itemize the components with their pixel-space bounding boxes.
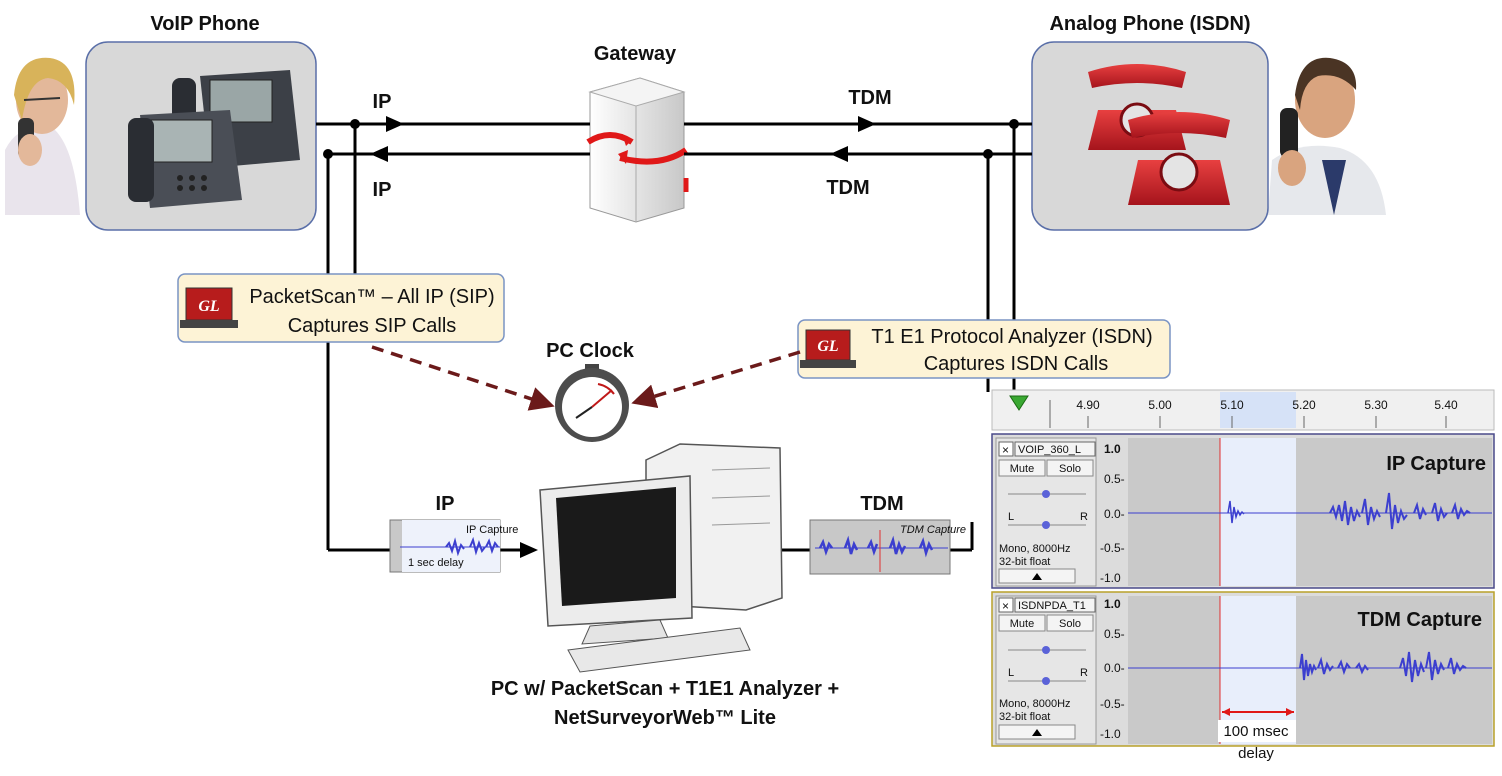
- gateway-icon: [586, 77, 689, 223]
- track1-solo-label: Solo: [1059, 463, 1081, 475]
- delay-measurement: 100 msec delay: [1218, 708, 1296, 762]
- track1-mute-button[interactable]: [998, 459, 1046, 477]
- ip-capture-thumbnail: IP Capture 1 sec delay: [389, 519, 518, 573]
- track2-solo-button[interactable]: [1046, 614, 1094, 632]
- track1-close-label: ×: [1002, 443, 1009, 457]
- audio-track-ip: × VOIP_360_L Mute Solo L R Mono, 8000Hz …: [991, 433, 1495, 589]
- track1-close-button[interactable]: [998, 441, 1014, 457]
- ruler-tick-1: 4.90: [1076, 398, 1100, 412]
- tdm-top-label: TDM: [848, 87, 891, 109]
- gl-logo-text: GL: [198, 298, 220, 315]
- track2-info2: 32-bit float: [999, 711, 1050, 723]
- delay-word: delay: [1238, 745, 1274, 762]
- pc-clock-label: PC Clock: [546, 340, 635, 362]
- ruler-tick-3: 5.10: [1220, 398, 1244, 412]
- ruler-tick-4: 5.20: [1292, 398, 1316, 412]
- track2-mute-button[interactable]: [998, 614, 1046, 632]
- t1e1-callout: GL T1 E1 Protocol Analyzer (ISDN) Captur…: [797, 319, 1171, 379]
- analog-phone-label: Analog Phone (ISDN): [1049, 13, 1250, 35]
- track1-pan-left: L: [1008, 511, 1014, 523]
- gl-laptop-icon: GL: [800, 329, 856, 368]
- pc-computer-icon: [539, 443, 783, 673]
- ip-thumb-title: IP Capture: [466, 524, 518, 536]
- gl-laptop-icon: GL: [180, 287, 238, 328]
- man-on-phone: [1268, 57, 1386, 215]
- arrow-tdm-right: [858, 116, 876, 132]
- track1-ytick-4: -0.5-: [1100, 541, 1125, 555]
- track2-close-button[interactable]: [998, 597, 1014, 613]
- analog-phone-box: [1031, 41, 1269, 231]
- packetscan-to-clock-arrow: [371, 345, 555, 411]
- packetscan-line2: Captures SIP Calls: [288, 315, 457, 337]
- line-junction-dots: [323, 119, 1019, 159]
- track2-name: ISDNPDA_T1: [1018, 600, 1086, 612]
- track2-pan-left: L: [1008, 667, 1014, 679]
- woman-on-phone: [5, 57, 80, 215]
- track2-ytick-3: 0.0-: [1104, 661, 1125, 675]
- tdm-capture-thumbnail: TDM Capture: [809, 519, 966, 575]
- voip-phone-icon-front: [128, 110, 242, 208]
- ip-top-label: IP: [373, 91, 392, 113]
- voip-phone-box: [85, 41, 317, 231]
- ip-thumb-delay: 1 sec delay: [408, 557, 464, 569]
- track2-ytick-1: 1.0: [1104, 597, 1121, 611]
- tdm-thumb-title: TDM Capture: [900, 524, 966, 536]
- voip-phone-label: VoIP Phone: [150, 13, 259, 35]
- track1-ytick-3: 0.0-: [1104, 507, 1125, 521]
- t1e1-line1: T1 E1 Protocol Analyzer (ISDN): [871, 326, 1152, 348]
- track1-title: IP Capture: [1386, 453, 1486, 475]
- red-rotary-phone-icon-front: [1128, 112, 1230, 205]
- tdm-lower-label: TDM: [860, 493, 903, 515]
- track1-name-dropdown[interactable]: [1014, 441, 1096, 457]
- arrow-ip-to-pc: [520, 542, 538, 558]
- tdm-bottom-label: TDM: [826, 177, 869, 199]
- ruler-tick-6: 5.40: [1434, 398, 1458, 412]
- track1-info1: Mono, 8000Hz: [999, 543, 1071, 555]
- track1-ytick-1: 1.0: [1104, 442, 1121, 456]
- gateway-label: Gateway: [594, 43, 677, 65]
- track2-ytick-4: -0.5-: [1100, 697, 1125, 711]
- arrow-tdm-left: [830, 146, 848, 162]
- ip-lower-label: IP: [436, 493, 455, 515]
- track2-info1: Mono, 8000Hz: [999, 698, 1071, 710]
- track2-close-label: ×: [1002, 599, 1009, 613]
- track2-pan-right: R: [1080, 667, 1088, 679]
- track2-name-dropdown[interactable]: [1014, 597, 1096, 613]
- delay-value: 100 msec: [1223, 723, 1289, 740]
- track1-ytick-2: 0.5-: [1104, 472, 1125, 486]
- track2-solo-label: Solo: [1059, 618, 1081, 630]
- pc-caption-line2: NetSurveyorWeb™ Lite: [554, 707, 776, 729]
- track1-solo-button[interactable]: [1046, 459, 1094, 477]
- ruler-tick-2: 5.00: [1148, 398, 1172, 412]
- track2-ytick-2: 0.5-: [1104, 627, 1125, 641]
- track1-ytick-5: -1.0: [1100, 571, 1121, 585]
- audio-editor-panel: 4.90 5.00 5.10 5.20 5.30 5.40 × VOIP_360…: [991, 389, 1495, 762]
- track2-ytick-5: -1.0: [1100, 727, 1121, 741]
- track1-info2: 32-bit float: [999, 556, 1050, 568]
- track1-name: VOIP_360_L: [1018, 444, 1081, 456]
- track2-mute-label: Mute: [1010, 618, 1034, 630]
- gl-logo-text: GL: [817, 338, 839, 355]
- packetscan-line1: PacketScan™ – All IP (SIP): [249, 286, 494, 308]
- stopwatch-icon: [555, 364, 629, 442]
- arrow-ip-left: [370, 146, 388, 162]
- t1e1-to-clock-arrow: [631, 350, 801, 409]
- ip-bottom-label: IP: [373, 179, 392, 201]
- t1e1-line2: Captures ISDN Calls: [924, 353, 1109, 375]
- track1-mute-label: Mute: [1010, 463, 1034, 475]
- ruler-tick-5: 5.30: [1364, 398, 1388, 412]
- pc-caption-line1: PC w/ PacketScan + T1E1 Analyzer +: [491, 678, 839, 700]
- arrow-ip-right: [386, 116, 404, 132]
- timeline-ruler: 4.90 5.00 5.10 5.20 5.30 5.40: [991, 389, 1495, 431]
- track1-pan-right: R: [1080, 511, 1088, 523]
- packetscan-callout: GL PacketScan™ – All IP (SIP) Captures S…: [177, 273, 505, 343]
- play-head-triangle-icon[interactable]: [1009, 395, 1029, 411]
- track2-title: TDM Capture: [1358, 609, 1482, 631]
